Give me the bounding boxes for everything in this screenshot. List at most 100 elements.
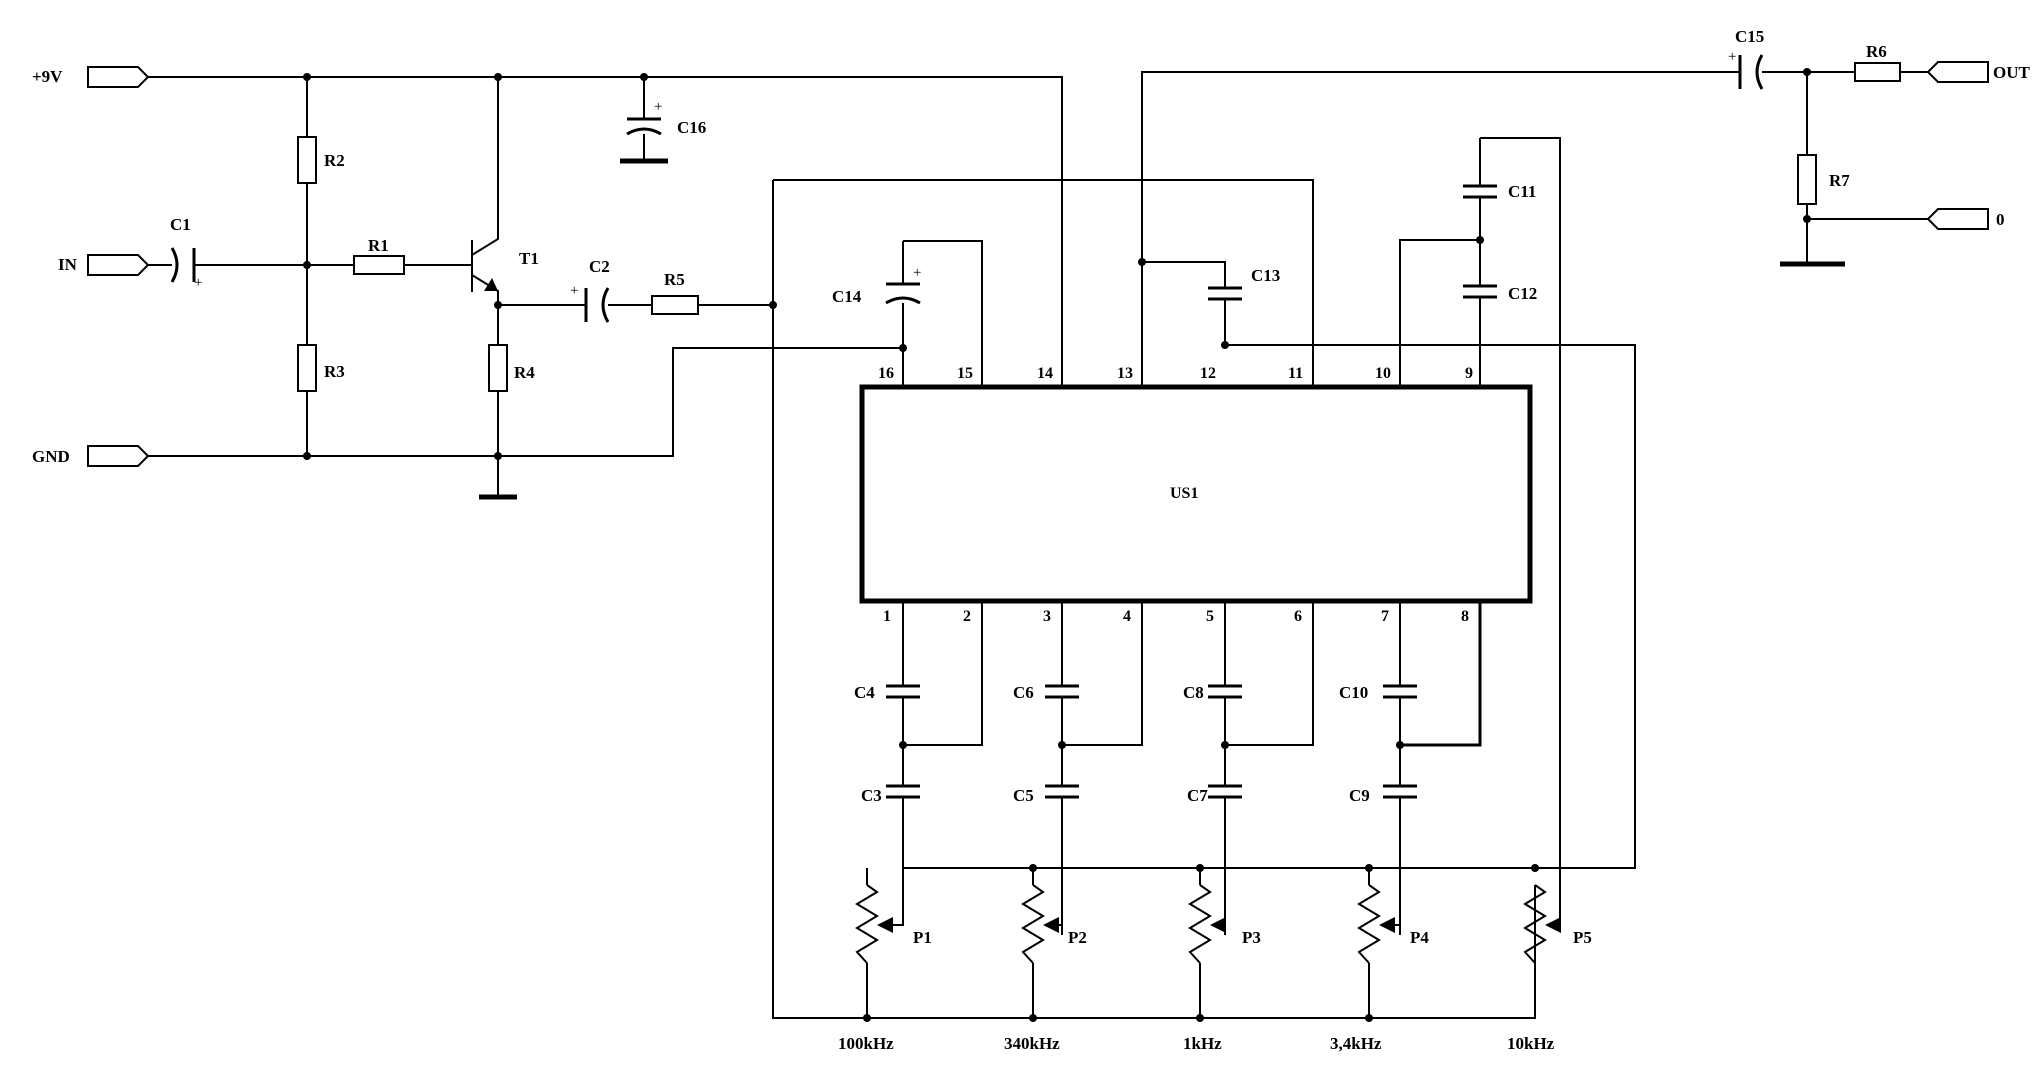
pin-5: 5 [1206,608,1214,625]
potentiometer-p4 [1357,884,1401,964]
label-r2: R2 [324,151,345,170]
potentiometer-p1 [855,868,904,964]
label-p3: P3 [1242,928,1261,947]
freq-10khz: 10kHz [1507,1034,1555,1053]
freq-100khz: 100kHz [838,1034,894,1053]
freq-3-4khz: 3,4kHz [1330,1034,1382,1053]
potentiometers [855,868,1561,964]
label-c2: C2 [589,257,610,276]
resistor-r7 [1797,154,1817,205]
polarity-c16: + [654,99,662,115]
label-out: OUT [1993,63,2031,82]
label-us1: US1 [1170,485,1198,502]
label-c15: C15 [1735,27,1764,46]
label-r7: R7 [1829,171,1850,190]
ic-us1 [859,384,1533,604]
potentiometer-p2 [1021,884,1063,964]
pin-6: 6 [1294,608,1302,625]
pin-12: 12 [1200,365,1216,382]
label-c11: C11 [1508,182,1536,201]
pin-9: 9 [1465,365,1473,382]
capacitor-c8 [1208,684,1242,699]
label-r1: R1 [368,236,389,255]
freq-1khz: 1kHz [1183,1034,1222,1053]
pin-11: 11 [1288,365,1303,382]
pin-15: 15 [957,365,973,382]
label-zero: 0 [1996,210,2005,229]
resistor-r4 [488,344,508,392]
capacitor-c13 [1208,286,1242,301]
in-terminal[interactable] [87,254,150,276]
pin-4: 4 [1123,608,1131,625]
potentiometer-p3 [1188,884,1226,964]
pin-8: 8 [1461,608,1469,625]
label-c5: C5 [1013,786,1034,805]
capacitor-c9 [1383,784,1417,799]
junctions [303,68,1811,1022]
pin-2: 2 [963,608,971,625]
capacitor-c1 [170,247,196,283]
capacitor-c6 [1045,684,1079,699]
capacitor-c4 [886,684,920,699]
label-p5: P5 [1573,928,1592,947]
label-c4: C4 [854,683,875,702]
resistor-r6 [1854,62,1901,82]
capacitor-c15 [1738,54,1764,90]
label-p2: P2 [1068,928,1087,947]
pin-3: 3 [1043,608,1051,625]
polarity-c1: + [194,275,202,291]
resistors [297,62,1901,392]
out-terminal[interactable] [1926,61,1989,83]
potentiometer-p5 [1523,868,1561,964]
label-r6: R6 [1866,42,1887,61]
pin-14: 14 [1037,365,1053,382]
label-r3: R3 [324,362,345,381]
label-p4: P4 [1410,928,1429,947]
ground-symbols [479,158,1845,500]
label-vcc: +9V [32,67,63,86]
pin-16: 16 [878,365,894,382]
capacitor-c16 [626,117,662,136]
pin-10: 10 [1375,365,1391,382]
label-r5: R5 [664,270,685,289]
label-c8: C8 [1183,683,1204,702]
terminals [87,61,1989,467]
capacitor-c2 [584,287,610,323]
polarity-c14: + [913,265,921,281]
label-c6: C6 [1013,683,1034,702]
resistor-r5 [651,295,699,315]
label-in: IN [58,255,78,274]
capacitor-c10 [1383,684,1417,699]
transistor-t1-arrow [484,278,498,291]
pin-13: 13 [1117,365,1133,382]
resistor-r2 [297,136,317,184]
polarity-c15: + [1728,49,1736,65]
label-c12: C12 [1508,284,1537,303]
resistor-r3 [297,344,317,392]
gnd-terminal[interactable] [87,445,150,467]
capacitor-c7 [1208,784,1242,799]
freq-340khz: 340kHz [1004,1034,1060,1053]
pin-1: 1 [883,608,891,625]
label-c9: C9 [1349,786,1370,805]
label-gnd: GND [32,447,70,466]
capacitor-c3 [886,784,920,799]
label-c3: C3 [861,786,882,805]
label-c7: C7 [1187,786,1208,805]
label-c13: C13 [1251,266,1280,285]
label-t1: T1 [519,249,539,268]
vcc-terminal[interactable] [87,66,150,88]
ic-pin-labels: 16 15 14 13 12 11 10 9 1 2 3 4 5 6 7 8 [878,365,1473,625]
capacitor-c12 [1463,284,1497,299]
pin-7: 7 [1381,608,1389,625]
label-c16: C16 [677,118,706,137]
resistor-r1 [353,255,405,275]
capacitor-c11 [1463,184,1497,199]
capacitors [170,54,1764,799]
label-c14: C14 [832,287,862,306]
label-r4: R4 [514,363,535,382]
label-c10: C10 [1339,683,1368,702]
zero-terminal[interactable] [1926,208,1989,230]
frequency-labels: 100kHz 340kHz 1kHz 3,4kHz 10kHz [838,1034,1555,1053]
